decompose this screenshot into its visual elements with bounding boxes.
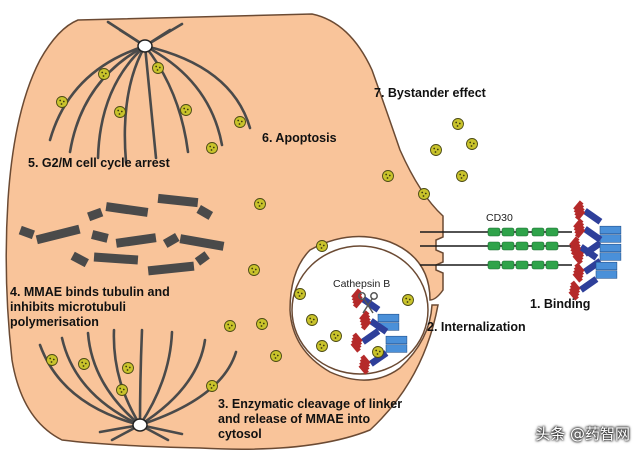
step6-apoptosis-label: 6. Apoptosis bbox=[262, 131, 337, 145]
mmae-molecule bbox=[180, 104, 192, 116]
step3-line-3: cytosol bbox=[218, 427, 262, 441]
receptor-domain bbox=[531, 260, 545, 270]
mmae-molecule bbox=[316, 240, 328, 252]
receptor-domain bbox=[531, 241, 545, 251]
cathepsin-b-label: Cathepsin B bbox=[333, 278, 391, 290]
mmae-molecule bbox=[152, 62, 164, 74]
receptor-domain bbox=[545, 260, 559, 270]
adc-molecule bbox=[572, 218, 622, 283]
step7-bystander-label: 7. Bystander effect bbox=[374, 86, 486, 100]
adc-molecules-outside bbox=[568, 200, 622, 301]
receptor-domain bbox=[515, 227, 529, 237]
mmae-molecule bbox=[78, 358, 90, 370]
cd30-label: CD30 bbox=[486, 212, 513, 224]
mmae-molecule bbox=[456, 170, 468, 182]
receptor-domain bbox=[545, 227, 559, 237]
mmae-molecule bbox=[114, 106, 126, 118]
receptor-domain bbox=[545, 241, 559, 251]
step3-cleavage-label: 3. Enzymatic cleavage of linker and rele… bbox=[218, 397, 402, 442]
tubulin-fragments bbox=[18, 193, 225, 276]
mmae-molecules bbox=[46, 62, 478, 396]
mmae-molecule bbox=[98, 68, 110, 80]
receptor-domain bbox=[501, 241, 515, 251]
adc-molecule bbox=[568, 236, 618, 301]
mmae-molecule bbox=[382, 170, 394, 182]
centrosome-bottom bbox=[132, 418, 148, 432]
mmae-molecule bbox=[234, 116, 246, 128]
step5-cell-cycle-label: 5. G2/M cell cycle arrest bbox=[28, 156, 170, 170]
mmae-molecule bbox=[116, 384, 128, 396]
receptor-domain bbox=[501, 227, 515, 237]
step3-line-1: 3. Enzymatic cleavage of linker bbox=[218, 397, 403, 411]
centrosome-top bbox=[137, 39, 153, 53]
mmae-molecule bbox=[248, 264, 260, 276]
step4-line-3: polymerisation bbox=[10, 315, 99, 329]
watermark: 头条 @药智网 bbox=[535, 425, 630, 443]
mmae-molecule bbox=[56, 96, 68, 108]
receptor-domain bbox=[487, 241, 501, 251]
mmae-molecule bbox=[270, 350, 282, 362]
scissors-icon bbox=[358, 292, 378, 314]
mmae-molecule bbox=[294, 288, 306, 300]
step4-tubulin-label: 4. MMAE binds tubulin and inhibits micro… bbox=[10, 285, 170, 330]
receptor-domain bbox=[487, 260, 501, 270]
endosome bbox=[291, 245, 429, 375]
mmae-molecule bbox=[122, 362, 134, 374]
mmae-molecule bbox=[206, 142, 218, 154]
mmae-molecule bbox=[206, 380, 218, 392]
cd30-receptors bbox=[420, 227, 572, 270]
receptor-domain bbox=[487, 227, 501, 237]
mmae-molecule bbox=[452, 118, 464, 130]
step4-line-1: 4. MMAE binds tubulin and bbox=[10, 285, 170, 299]
adc-molecule bbox=[350, 288, 400, 353]
adc-molecule bbox=[358, 310, 408, 375]
step1-binding-label: 1. Binding bbox=[530, 297, 591, 311]
receptor-domain bbox=[531, 227, 545, 237]
receptor-domains bbox=[487, 227, 559, 270]
mmae-molecule bbox=[254, 198, 266, 210]
mmae-molecule bbox=[256, 318, 268, 330]
mmae-molecule bbox=[372, 346, 384, 358]
receptor-domain bbox=[515, 241, 529, 251]
step2-internalization-label: 2. Internalization bbox=[427, 320, 526, 334]
mmae-molecule bbox=[402, 294, 414, 306]
mmae-molecule bbox=[306, 314, 318, 326]
step4-line-2: inhibits microtubuli bbox=[10, 300, 126, 314]
step3-line-2: and release of MMAE into bbox=[218, 412, 371, 426]
mmae-molecule bbox=[316, 340, 328, 352]
mmae-molecule bbox=[418, 188, 430, 200]
mmae-molecule bbox=[46, 354, 58, 366]
cell-body bbox=[5, 13, 444, 450]
mmae-molecule bbox=[466, 138, 478, 150]
receptor-domain bbox=[501, 260, 515, 270]
mmae-molecule bbox=[224, 320, 236, 332]
receptor-domain bbox=[515, 260, 529, 270]
mmae-molecule bbox=[330, 330, 342, 342]
mmae-molecule bbox=[430, 144, 442, 156]
adc-molecules-internalized bbox=[350, 288, 408, 375]
